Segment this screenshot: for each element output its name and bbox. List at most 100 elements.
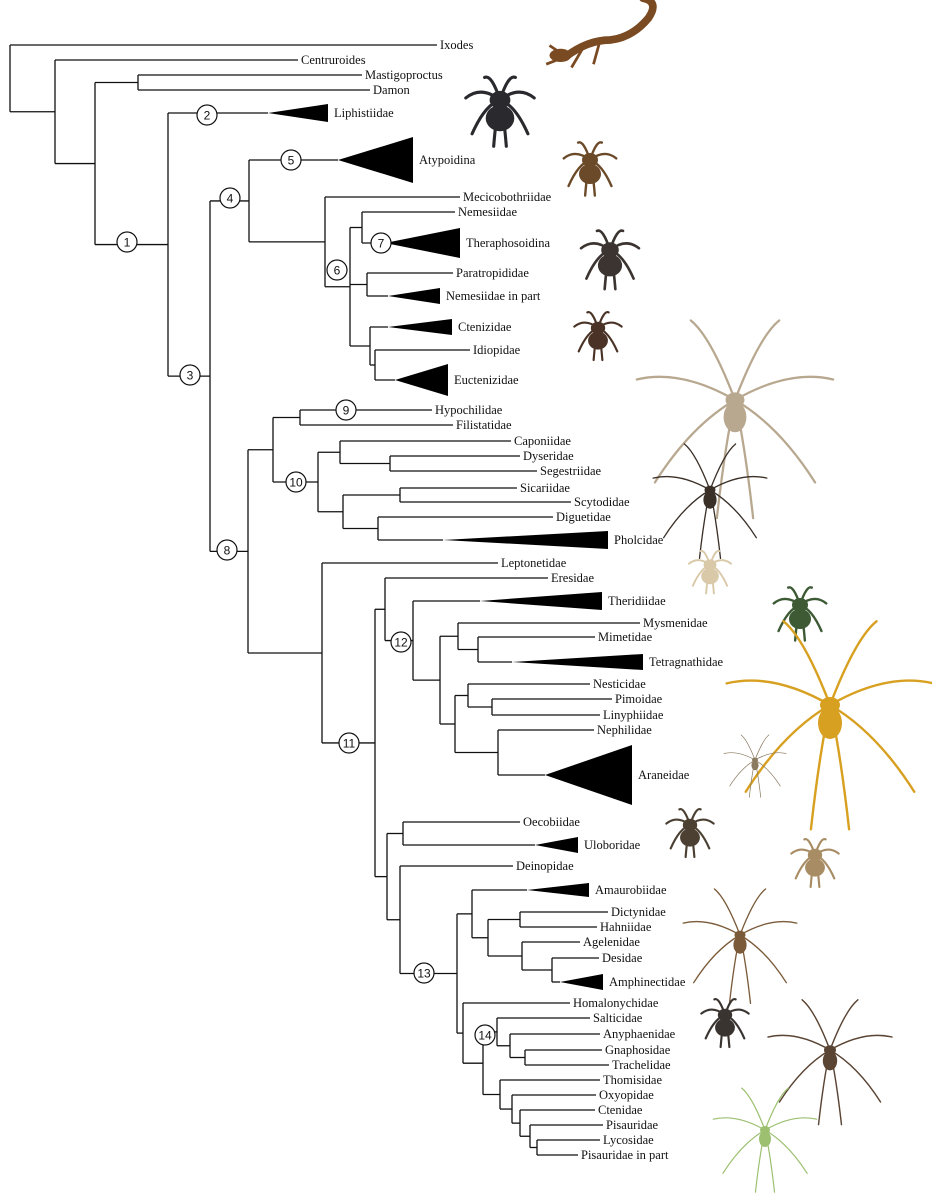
clade-triangle-araneidae [545,745,632,805]
node-marker-14: 14 [474,1024,496,1046]
node-marker-12: 12 [390,631,412,653]
taxon-label-idiopidae: Idiopidae [473,343,521,357]
spider-icon-whipscorpion [464,75,536,148]
node-marker-10: 10 [285,471,307,493]
taxon-label-pholcidae: Pholcidae [614,533,664,547]
taxon-label-amaurobiidae: Amaurobiidae [595,883,667,897]
taxon-label-nephilidae: Nephilidae [597,723,652,737]
node-marker-6: 6 [326,259,348,281]
clade-triangle-atypoidina [338,137,413,183]
taxon-label-caponiidae: Caponiidae [514,434,571,448]
spider-icon-theridiid [687,549,733,595]
clade-triangle-tetragnathidae [512,654,643,670]
node-marker-4: 4 [219,187,241,209]
taxon-label-scytodidae: Scytodidae [574,495,630,509]
svg-text:2: 2 [204,109,211,123]
spider-icon-mysmenid [772,586,828,642]
taxon-label-liphistiidae: Liphistiidae [334,106,394,120]
clade-triangle-nemesiidae_part [388,288,440,304]
taxon-label-ctenizidae: Ctenizidae [458,320,512,334]
node-marker-1: 1 [116,231,138,253]
taxon-label-euctenizidae: Euctenizidae [454,373,519,387]
taxon-label-diguetidae: Diguetidae [556,510,611,524]
svg-text:9: 9 [343,404,350,418]
specimen-photos [464,0,932,1193]
taxon-label-sicariidae: Sicariidae [520,481,570,495]
taxon-label-homalonychidae: Homalonychidae [573,996,659,1010]
spider-icon-atypid [562,141,618,197]
taxon-label-hypochilidae: Hypochilidae [435,403,503,417]
clade-triangle-euctenizidae [395,364,448,396]
svg-text:12: 12 [394,636,408,650]
taxon-label-nemesiidae: Nemesiidae [458,205,517,219]
taxon-label-atypoidina: Atypoidina [419,153,476,167]
spider-icon-salticid [700,998,750,1049]
taxon-label-tetragnathidae: Tetragnathidae [649,655,724,669]
taxon-label-gnaphosidae: Gnaphosidae [605,1043,671,1057]
clade-triangle-theraphosoidina [385,228,460,258]
spider-icon-uloborid [790,838,840,889]
svg-text:13: 13 [417,967,431,981]
spider-icon-lycosid [767,999,893,1126]
node-marker-5: 5 [280,149,302,171]
taxon-label-theraphosoidina: Theraphosoidina [466,236,550,250]
spider-icon-ctenizid [573,311,623,362]
svg-text:3: 3 [187,369,194,383]
node-marker-11: 11 [338,732,360,754]
taxon-label-thomisidae: Thomisidae [603,1073,662,1087]
taxon-label-mecicobothriidae: Mecicobothriidae [463,190,552,204]
clade-triangle-theridiidae [480,592,602,610]
taxon-label-oecobiidae: Oecobiidae [523,815,580,829]
svg-text:10: 10 [289,476,303,490]
clade-triangle-amaurobiidae [527,883,589,897]
node-marker-3: 3 [179,364,201,386]
taxon-label-centruroides: Centruroides [301,53,366,67]
taxon-label-oxyopidae: Oxyopidae [599,1088,654,1102]
taxon-label-mastigoproctus: Mastigoproctus [365,68,443,82]
tree-branches [9,44,640,1156]
taxon-label-agelenidae: Agelenidae [583,935,640,949]
spider-icon-pholcid [635,319,835,520]
taxon-label-pisauridae: Pisauridae [606,1118,659,1132]
node-marker-9: 9 [335,399,357,421]
svg-text:6: 6 [334,264,341,278]
clade-triangle-pholcidae [443,531,608,549]
svg-text:11: 11 [343,737,356,751]
taxon-label-salticidae: Salticidae [593,1011,643,1025]
taxon-label-pisauridae_part: Pisauridae in part [581,1148,669,1162]
spider-icon-oxyopid [712,1087,818,1193]
collapsed-clade-triangles [268,104,643,990]
taxon-label-anyphaenidae: Anyphaenidae [603,1027,676,1041]
svg-text:4: 4 [227,192,234,206]
taxon-label-damon: Damon [373,83,411,97]
taxon-label-hahniidae: Hahniidae [600,920,652,934]
node-marker-2: 2 [196,104,218,126]
svg-text:8: 8 [224,544,231,558]
svg-text:5: 5 [288,154,295,168]
taxon-label-araneidae: Araneidae [638,768,690,782]
taxon-label-leptonetidae: Leptonetidae [501,556,567,570]
clade-triangle-liphistiidae [268,104,328,122]
taxon-label-trachelidae: Trachelidae [612,1058,671,1072]
spider-icon-tetragnath [723,734,787,798]
spider-icon-nephila [725,620,932,831]
spider-icon-theraphosid [579,229,641,291]
taxon-label-mysmenidae: Mysmenidae [643,616,708,630]
taxon-label-nemesiidae_part: Nemesiidae in part [446,289,541,303]
node-marker-13: 13 [413,962,435,984]
clade-triangle-amphinectidae [560,974,603,990]
svg-text:14: 14 [478,1029,492,1043]
taxon-label-dictynidae: Dictynidae [611,905,666,919]
spider-icon-oecobiid [665,808,715,859]
taxon-label-dyseridae: Dyseridae [523,449,574,463]
taxon-label-amphinectidae: Amphinectidae [609,975,686,989]
node-marker-7: 7 [370,232,392,254]
clade-triangle-ctenizidae [388,319,452,335]
scorpion-icon-scorpion [545,0,657,69]
taxon-label-paratropididae: Paratropididae [456,266,529,280]
taxon-label-ixodes: Ixodes [440,38,473,52]
taxon-label-pimoidae: Pimoidae [615,692,663,706]
spider-icon-agelenid [682,888,798,1005]
